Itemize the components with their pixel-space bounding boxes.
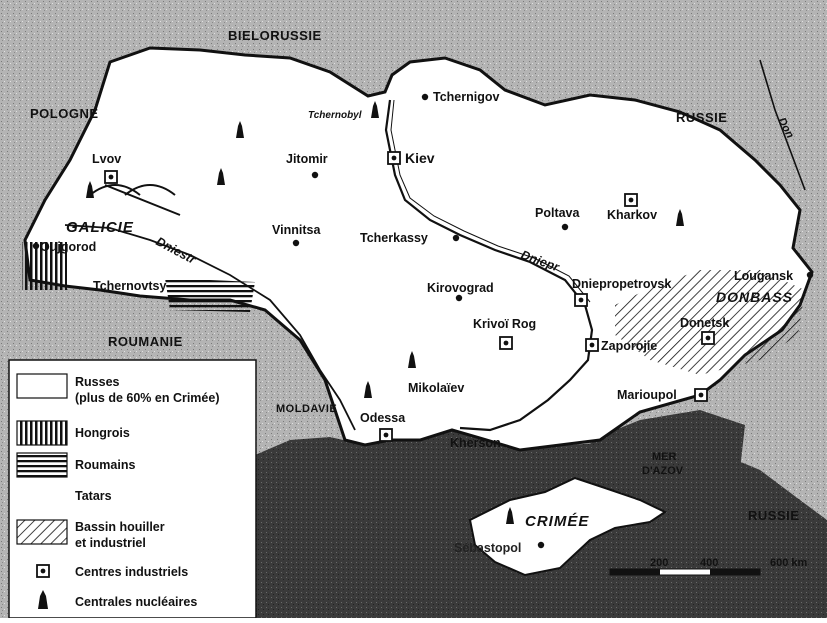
city-dot-icon [806, 271, 814, 279]
label-poltava: Poltava [535, 206, 581, 220]
legend-bassin-label: Bassin houiller [75, 520, 165, 534]
label-odessa: Odessa [360, 411, 406, 425]
dniestr-river [64, 224, 356, 431]
industrial-centre-icon [701, 331, 715, 345]
label-kharkov: Kharkov [607, 208, 657, 222]
label-mer: MER [652, 451, 677, 463]
legend-russes-label: Russes [75, 375, 120, 389]
industrial-centre-icon [574, 293, 588, 307]
label-donbass: DONBASS [716, 289, 793, 305]
industrial-centre-icon [624, 193, 638, 207]
scale-600: 600 km [770, 557, 808, 569]
legend-russes-sub: (plus de 60% en Crimée) [75, 391, 220, 405]
industrial-centre-icon [585, 338, 599, 352]
industrial-centre-icon [387, 151, 401, 165]
legend-centres-label: Centres industriels [75, 565, 188, 579]
legend-bassin-sub: et industriel [75, 536, 146, 550]
label-tchernigov: Tchernigov [433, 90, 499, 104]
legend: Russes (plus de 60% en Crimée) Hongrois … [8, 359, 257, 619]
nuclear-plant-icon [371, 101, 379, 118]
nuclear-plant-icon [217, 168, 225, 185]
nuclear-plant-icon [236, 121, 244, 138]
label-sebastopol: Sébastopol [454, 541, 521, 555]
symbols [32, 93, 814, 549]
romanian-area [165, 278, 255, 312]
label-jitomir: Jitomir [286, 152, 328, 166]
nuclear-plant-icon [86, 181, 94, 198]
label-oujgorod: Oujgorod [40, 240, 96, 254]
label-marioupol: Marioupol [617, 388, 677, 402]
label-krivoi-rog: Krivoï Rog [473, 317, 536, 331]
city-dot-icon [561, 223, 569, 231]
scale-400: 400 [700, 557, 718, 569]
nuclear-plant-icon [676, 209, 684, 226]
crimea [468, 476, 668, 577]
industrial-centre-icon [379, 428, 393, 442]
scale-bar [609, 568, 761, 576]
industrial-centre-icon [694, 388, 708, 402]
label-vinnitsa: Vinnitsa [272, 223, 321, 237]
label-zaporojie: Zaporojie [601, 339, 657, 353]
scale-200: 200 [650, 557, 668, 569]
label-kirovograd: Kirovograd [427, 281, 494, 295]
nuclear-plant-icon [506, 507, 514, 524]
label-azov: D'AZOV [642, 465, 684, 477]
label-donetsk: Donetsk [680, 316, 729, 330]
label-galicie: GALICIE [66, 219, 134, 236]
label-crimee: CRIMÉE [525, 513, 589, 530]
sea-of-azov [590, 410, 745, 505]
label-kiev: Kiev [405, 150, 435, 166]
donbass-basin [615, 270, 805, 375]
city-dot-icon [32, 242, 40, 250]
legend-russes-swatch [16, 373, 68, 399]
label-dniepropetrovsk: Dniepropetrovsk [572, 277, 671, 291]
label-pologne: POLOGNE [30, 106, 99, 121]
legend-bassin-swatch [16, 519, 68, 545]
legend-nuclear-plant-icon [38, 590, 48, 609]
city-dot-icon [537, 541, 545, 549]
don-river [759, 59, 806, 191]
galicie-arcs [89, 184, 181, 216]
label-roumanie: ROUMANIE [108, 334, 183, 349]
city-dot-icon [452, 234, 460, 242]
label-lougansk: Lougansk [734, 269, 793, 283]
label-russie-south: RUSSIE [748, 508, 799, 523]
label-kherson: Kherson [450, 436, 501, 450]
nuclear-plant-icon [408, 351, 416, 368]
label-mikolaiev: Mikolaïev [408, 381, 464, 395]
label-russie-north: RUSSIE [676, 110, 727, 125]
city-dot-icon [311, 171, 319, 179]
dniepr-river [384, 99, 594, 432]
label-tchernovtsy: Tchernovtsy [93, 279, 166, 293]
legend-roumains-label: Roumains [75, 458, 135, 472]
legend-hongrois-swatch [16, 420, 68, 446]
legend-industrial-centre-icon [36, 564, 50, 578]
label-moldavie: MOLDAVIE [276, 403, 337, 415]
city-dot-icon [421, 93, 429, 101]
label-tcherkassy: Tcherkassy [360, 231, 428, 245]
legend-centrales-label: Centrales nucléaires [75, 595, 197, 609]
label-bielorussie: BIELORUSSIE [228, 28, 322, 43]
nuclear-plant-icon [364, 381, 372, 398]
hungarian-area [22, 242, 67, 290]
industrial-centre-icon [104, 170, 118, 184]
legend-hongrois-label: Hongrois [75, 426, 130, 440]
industrial-centre-icon [499, 336, 513, 350]
label-tchernobyl: Tchernobyl [308, 110, 362, 121]
legend-roumains-swatch [16, 452, 68, 478]
legend-tatars-label: Tatars [75, 489, 112, 503]
label-lvov: Lvov [92, 152, 121, 166]
city-dot-icon [292, 239, 300, 247]
city-dot-icon [455, 294, 463, 302]
